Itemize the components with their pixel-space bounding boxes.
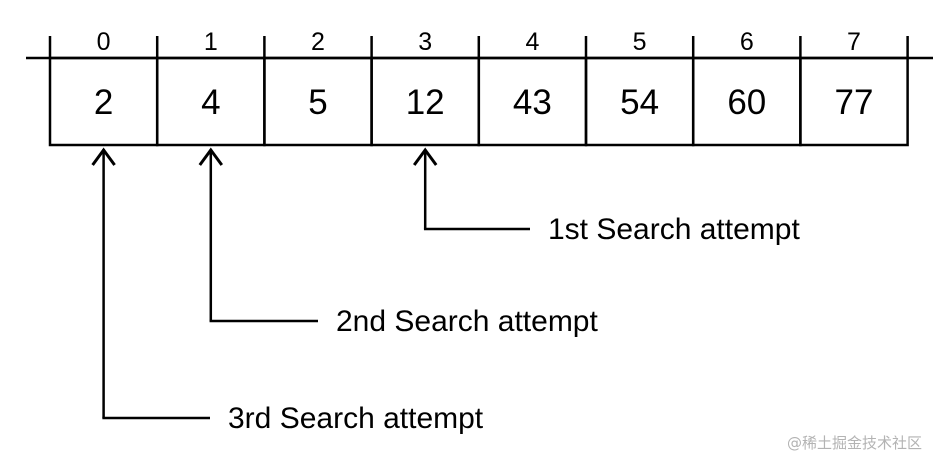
- attempt-label: 3rd Search attempt: [228, 402, 484, 435]
- array-cell: 4: [155, 56, 266, 147]
- index-label-3: 3: [418, 28, 432, 56]
- array-cell-value: 4: [201, 83, 220, 122]
- array-row: 2 4 5 12 43 54 60 77: [48, 56, 909, 147]
- array-cell-value: 43: [513, 83, 552, 122]
- array-cell-value: 12: [406, 83, 445, 122]
- array-cell: 43: [477, 56, 588, 147]
- index-label-6: 6: [740, 28, 754, 56]
- index-label-5: 5: [633, 28, 647, 56]
- index-label-7: 7: [847, 28, 861, 56]
- array-cell-value: 77: [835, 83, 874, 122]
- attempt-label: 2nd Search attempt: [336, 305, 598, 338]
- array-cell-value: 2: [94, 83, 113, 122]
- search-attempt-2: 2nd Search attempt: [198, 147, 598, 338]
- array-cell-value: 60: [727, 83, 766, 122]
- index-ticks: [48, 36, 909, 58]
- array-cell: 60: [691, 56, 802, 147]
- array-cell: 77: [799, 56, 909, 147]
- array-cell: 54: [584, 56, 695, 147]
- search-attempt-1: 1st Search attempt: [412, 147, 800, 246]
- array-cell: 2: [48, 56, 159, 147]
- attempt-label: 1st Search attempt: [548, 213, 800, 246]
- array-cell-value: 54: [620, 83, 659, 122]
- search-attempts: 1st Search attempt 2nd Search attempt 3rd …: [91, 147, 800, 435]
- index-label-1: 1: [204, 28, 218, 56]
- array-cell-value: 5: [308, 83, 327, 122]
- arrowhead-icon: [91, 147, 116, 166]
- arrowhead-icon: [198, 147, 224, 166]
- index-labels: 0 1 2 3 4 5 6 7: [97, 28, 861, 56]
- array-cell: 12: [370, 56, 481, 147]
- array-cell-box: [799, 56, 909, 147]
- index-label-0: 0: [97, 28, 111, 56]
- array-cell: 5: [263, 56, 373, 147]
- index-label-4: 4: [525, 28, 539, 56]
- search-attempt-3: 3rd Search attempt: [91, 147, 484, 435]
- watermark: @稀土掘金技术社区: [787, 434, 922, 452]
- arrowhead-icon: [412, 147, 438, 166]
- index-label-2: 2: [311, 28, 325, 56]
